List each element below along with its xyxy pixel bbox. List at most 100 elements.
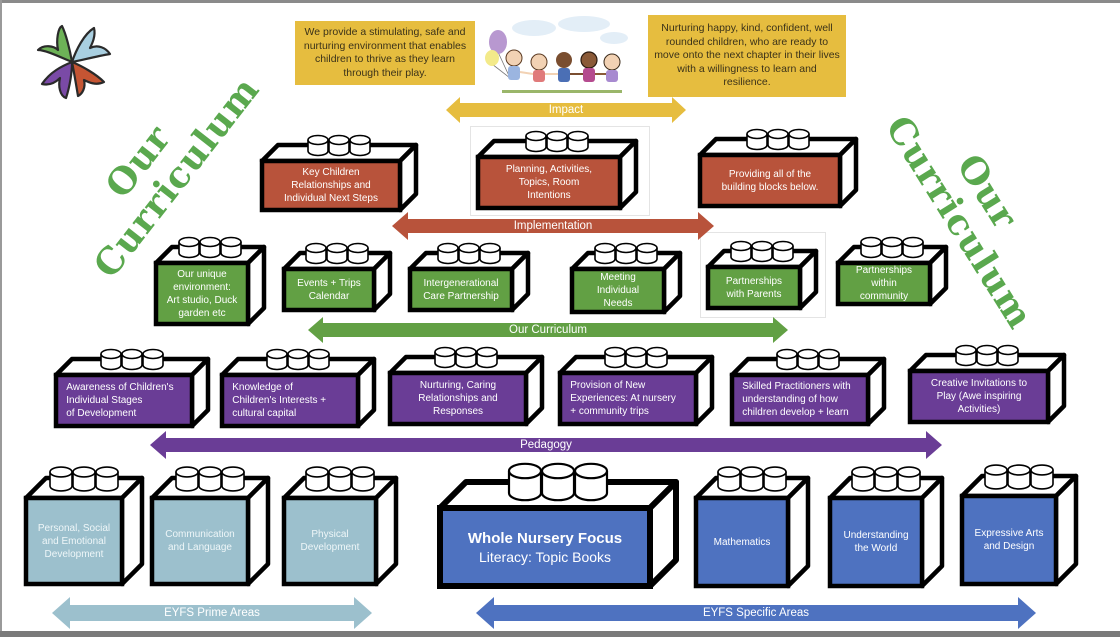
eyfs-prime-arrow-shape: [52, 597, 372, 629]
brick-shape: [729, 348, 887, 427]
eyfs-prime-brick: Communication and Language: [149, 464, 271, 587]
eyfs-prime-brick: Personal, Social and Emotional Developme…: [23, 464, 145, 587]
brick-stud: [573, 462, 609, 502]
brick-shape: [557, 346, 715, 427]
brick-stud: [221, 466, 245, 492]
brick-stud: [818, 348, 840, 371]
curriculum-arrow-shape: [308, 317, 788, 343]
brick-stud: [767, 128, 789, 151]
brick-stud: [479, 242, 501, 265]
brick-shape: [959, 464, 1079, 587]
pedagogy-brick-label: Nurturing, Caring Relationships and Resp…: [418, 380, 498, 417]
brick-stud: [476, 346, 498, 369]
pedagogy-arrow: Pedagogy: [150, 431, 942, 459]
curriculum-brick-label: Intergenerational Care Partnership: [423, 277, 499, 302]
pedagogy-brick-label: Knowledge of Children's Interests + cult…: [232, 382, 327, 419]
brick-stud: [307, 134, 329, 157]
frame-bottom-border: [0, 631, 1120, 637]
brick-stud: [730, 240, 752, 263]
brick-shape: [697, 128, 859, 209]
brick-stud: [976, 344, 998, 367]
brick-stud: [594, 242, 616, 265]
eyfs-prime-arrow-label: EYFS Prime Areas: [164, 607, 260, 619]
brick-stud: [72, 466, 96, 492]
brick-stud: [897, 466, 921, 492]
brick-shape: [475, 130, 639, 211]
curriculum-brick-label: Partnerships with Parents: [725, 275, 783, 300]
brick-stud: [199, 236, 221, 259]
brick-stud: [881, 236, 903, 259]
brick-shape: [149, 466, 271, 587]
frame-left-border: [0, 0, 2, 637]
brick-stud: [860, 236, 882, 259]
focus-title: Whole Nursery Focus: [467, 529, 623, 547]
implementation-brick: Planning, Activities, Topics, Room Inten…: [475, 130, 639, 211]
brick-shape: [827, 466, 945, 589]
frame-top-border: [0, 0, 1120, 3]
brick-stud: [326, 242, 348, 265]
eyfs-prime-brick-label: Personal, Social and Emotional Developme…: [37, 522, 111, 560]
implementation-arrow: Implementation: [392, 212, 714, 240]
brick-shape: [387, 346, 545, 427]
brick-stud: [266, 348, 288, 371]
brick-stud: [636, 242, 658, 265]
brick-shape: [907, 344, 1067, 425]
pedagogy-brick-label: Provision of New Experiences: At nursery…: [570, 380, 676, 417]
eyfs-specific-arrow-shape: [476, 597, 1036, 629]
brick-shape: [407, 242, 531, 313]
brick-stud: [347, 242, 369, 265]
curriculum-brick: Partnerships with Parents: [705, 240, 819, 311]
children-holding-hands-image: [485, 16, 628, 93]
curriculum-brick-label: Events + Trips Calendar: [297, 277, 361, 302]
pedagogy-brick-label: Creative Invitations to Play (Awe inspir…: [930, 378, 1028, 415]
brick-stud: [625, 346, 647, 369]
implementation-brick: Key Children Relationships and Individua…: [259, 134, 419, 213]
brick-stud: [717, 466, 741, 492]
brick-stud: [902, 236, 924, 259]
brick-stud: [955, 344, 977, 367]
brick-stud: [198, 466, 222, 492]
brick-shape: [259, 134, 419, 213]
brick-stud: [100, 348, 122, 371]
brick-stud: [997, 344, 1019, 367]
brick-stud: [1030, 464, 1054, 490]
brick-stud: [740, 466, 764, 492]
brick-stud: [305, 466, 329, 492]
brick-stud: [540, 462, 576, 502]
curriculum-brick-label: Our unique environment: Art studio, Duck…: [166, 268, 238, 319]
brick-stud: [646, 346, 668, 369]
eyfs-specific-brick-label: Expressive Arts and Design: [974, 528, 1044, 552]
brick-stud: [772, 240, 794, 263]
pedagogy-arrow-shape: [150, 431, 942, 459]
curriculum-brick: Partnerships within community: [835, 236, 949, 307]
brick-stud: [434, 346, 456, 369]
brick-stud: [851, 466, 875, 492]
eyfs-specific-arrow-label: EYFS Specific Areas: [702, 607, 810, 619]
impact-arrow-shape: [446, 97, 686, 123]
brick-stud: [328, 466, 352, 492]
pedagogy-arrow-label: Pedagogy: [520, 439, 572, 451]
whole-nursery-focus-brick: Whole Nursery Focus Literacy: Topic Book…: [437, 460, 679, 589]
eyfs-specific-arrow: EYFS Specific Areas: [476, 597, 1036, 629]
curriculum-brick-label: Meeting Individual Needs: [596, 272, 640, 309]
panel-frame-planning: [470, 126, 650, 216]
brick-stud: [220, 236, 242, 259]
pedagogy-brick: Nurturing, Caring Relationships and Resp…: [387, 346, 545, 427]
pedagogy-brick: Awareness of Children's Individual Stage…: [53, 348, 211, 429]
brick-stud: [604, 346, 626, 369]
implementation-arrow-shape: [392, 212, 714, 240]
brick-stud: [349, 134, 371, 157]
eyfs-prime-brick: Physical Development: [281, 464, 399, 587]
implementation-brick-label: Key Children Relationships and Individua…: [284, 167, 378, 204]
pedagogy-brick-label: Awareness of Children's Individual Stage…: [66, 382, 174, 419]
brick-stud: [328, 134, 350, 157]
brick-shape: [437, 462, 679, 589]
brick-stud: [546, 130, 568, 153]
brick-stud: [49, 466, 73, 492]
brick-stud: [178, 236, 200, 259]
impact-arrow: Impact: [446, 97, 686, 123]
brick-stud: [763, 466, 787, 492]
brick-stud: [455, 346, 477, 369]
brick-stud: [746, 128, 768, 151]
eyfs-specific-brick: Expressive Arts and Design: [959, 462, 1079, 587]
